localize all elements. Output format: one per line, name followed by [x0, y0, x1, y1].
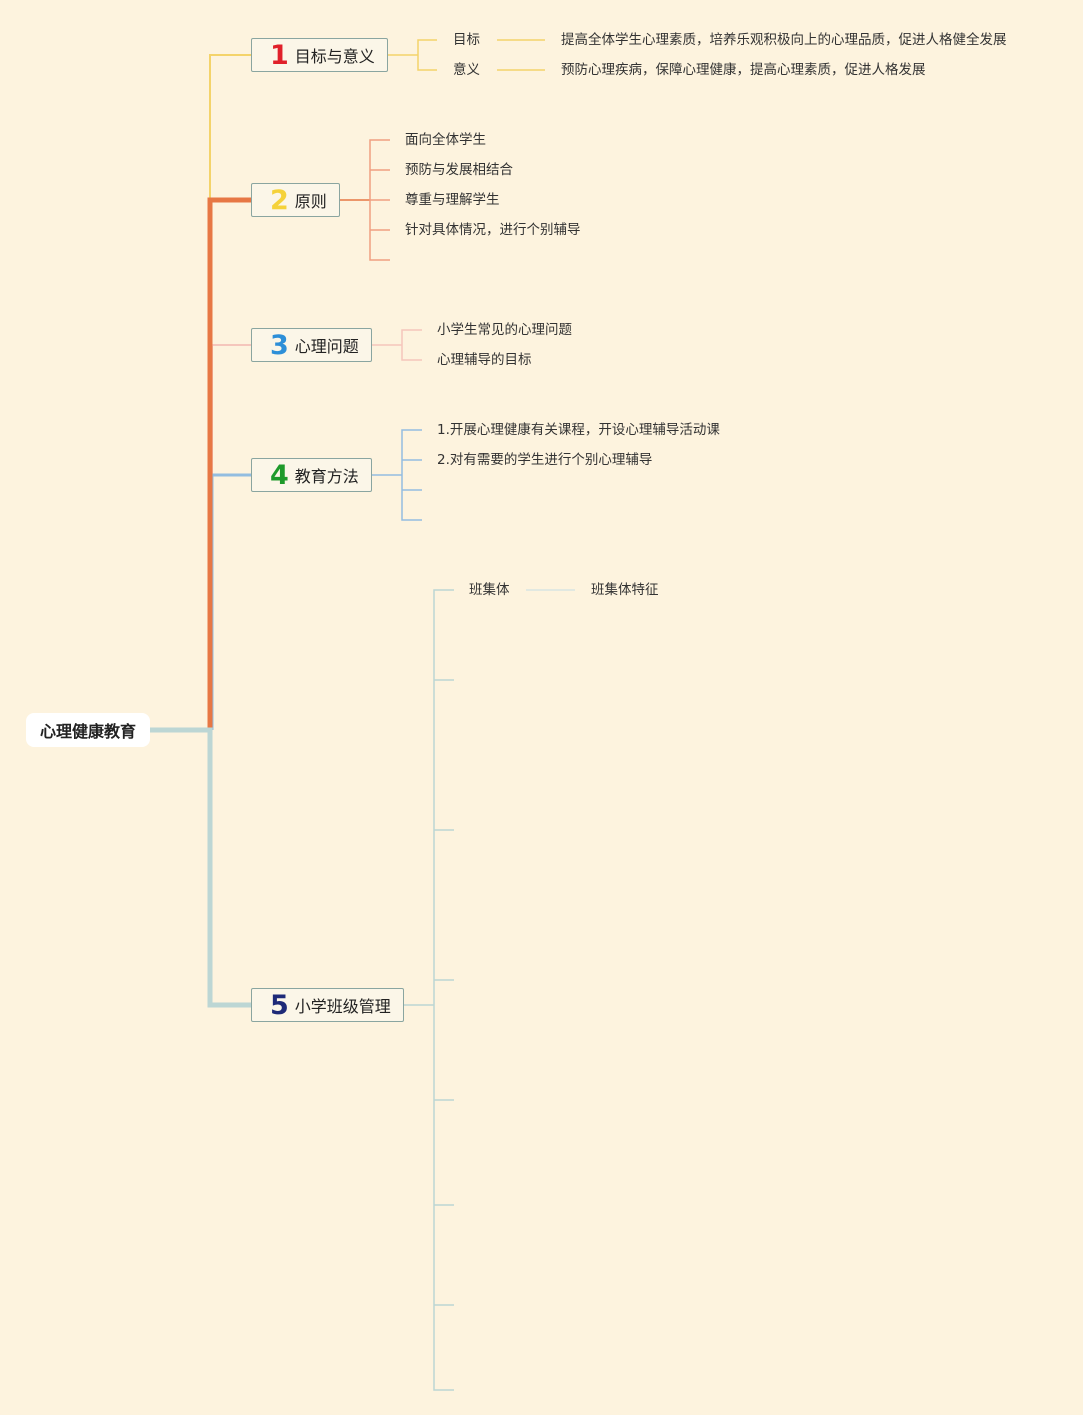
number-4-icon: 4: [270, 459, 289, 491]
leaf-counseling-goals[interactable]: 心理辅导的目标: [437, 352, 532, 368]
leaf-significance[interactable]: 意义: [453, 62, 480, 78]
topic-label: 原则: [294, 192, 327, 211]
topic-education-methods[interactable]: 4 教育方法: [251, 458, 372, 492]
leaf-goal-detail[interactable]: 提高全体学生心理素质，培养乐观积极向上的心理品质，促进人格健全发展: [561, 32, 1007, 48]
leaf-method-1[interactable]: 1.开展心理健康有关课程，开设心理辅导活动课: [437, 422, 720, 438]
leaf-class-collective[interactable]: 班集体: [469, 582, 510, 598]
leaf-principle-3[interactable]: 尊重与理解学生: [405, 192, 500, 208]
number-1-icon: 1: [270, 39, 289, 71]
topic-principles[interactable]: 2 原则: [251, 183, 340, 217]
branch-3-lines: [211, 329, 422, 730]
number-3-icon: 3: [270, 329, 289, 361]
topic-label: 小学班级管理: [294, 997, 391, 1016]
topic-goals-significance[interactable]: 1 目标与意义: [251, 38, 388, 72]
leaf-class-collective-features[interactable]: 班集体特征: [591, 582, 659, 598]
topic-label: 目标与意义: [294, 47, 375, 66]
branch-1-lines: [209, 39, 545, 730]
leaf-principle-1[interactable]: 面向全体学生: [405, 132, 486, 148]
leaf-common-problems[interactable]: 小学生常见的心理问题: [437, 322, 572, 338]
leaf-significance-detail[interactable]: 预防心理疾病，保障心理健康，提高心理素质，促进人格发展: [561, 62, 926, 78]
root-label: 心理健康教育: [39, 722, 136, 741]
branch-5-lines: [150, 589, 575, 1391]
leaf-principle-2[interactable]: 预防与发展相结合: [405, 162, 513, 178]
leaf-principle-4[interactable]: 针对具体情况，进行个别辅导: [405, 222, 581, 238]
number-2-icon: 2: [270, 184, 289, 216]
topic-label: 教育方法: [294, 467, 359, 486]
topic-class-management[interactable]: 5 小学班级管理: [251, 988, 404, 1022]
number-5-icon: 5: [270, 989, 289, 1021]
leaf-method-2[interactable]: 2.对有需要的学生进行个别心理辅导: [437, 452, 653, 468]
branch-2-lines: [207, 139, 390, 730]
root-node[interactable]: 心理健康教育: [26, 713, 150, 747]
topic-psych-problems[interactable]: 3 心理问题: [251, 328, 372, 362]
leaf-goal[interactable]: 目标: [453, 32, 480, 48]
topic-label: 心理问题: [294, 337, 359, 356]
